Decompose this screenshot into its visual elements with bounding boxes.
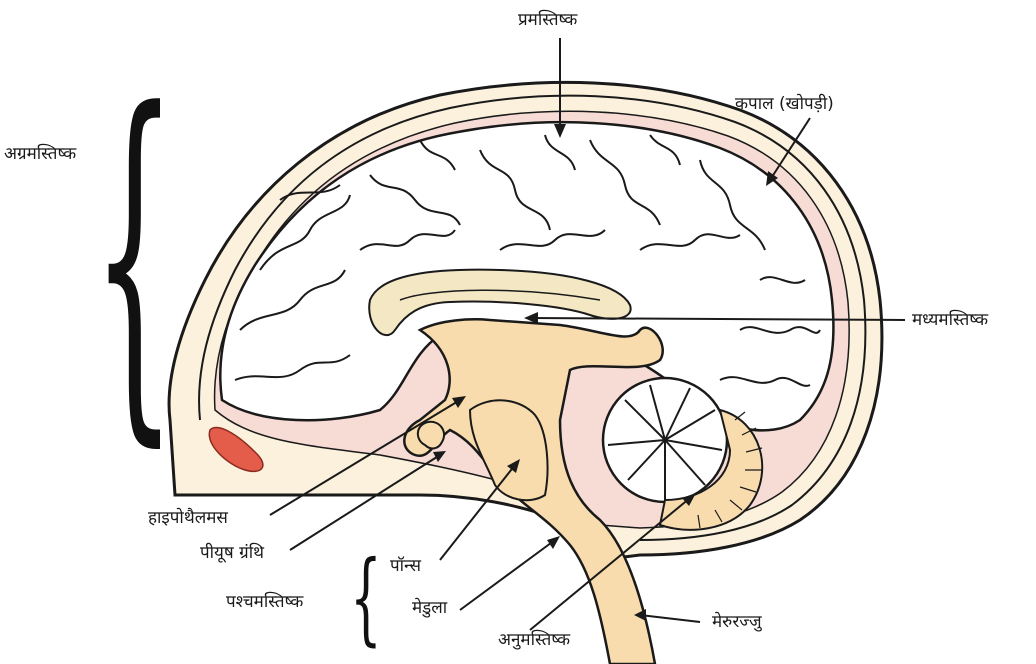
cerebellum-folds [607,384,723,500]
hindbrain-brace: { [350,539,382,656]
label-skull: कपाल (खोपड़ी) [735,94,834,114]
pointer-lines [269,38,906,631]
label-midbrain: मध्यमस्तिष्क [912,310,989,330]
pituitary-gland [416,420,446,450]
label-spinal-cord: मेरुरज्जु [712,612,762,632]
label-medulla: मेडुला [412,598,448,618]
forebrain-brace: { [92,34,177,477]
striation-lines [697,411,763,529]
skull-inner-line [198,94,867,541]
label-hindbrain: पश्चमस्तिष्क [226,592,304,612]
label-pons: पॉन्स [390,556,422,576]
pons [468,399,549,502]
label-cerebellum: अनुमस्तिष्क [498,630,571,650]
label-pituitary: पीयूष ग्रंथि [200,543,265,563]
label-cerebrum: प्रमस्तिष्क [518,10,578,30]
frontal-sinus-accent [208,426,264,473]
corpus-callosum [368,268,632,337]
label-forebrain: अग्रमस्तिष्क [4,144,77,164]
label-hypothalamus: हाइपोथैलमस [148,508,228,528]
arrowheads [433,124,778,621]
gyri-lines [234,134,821,387]
